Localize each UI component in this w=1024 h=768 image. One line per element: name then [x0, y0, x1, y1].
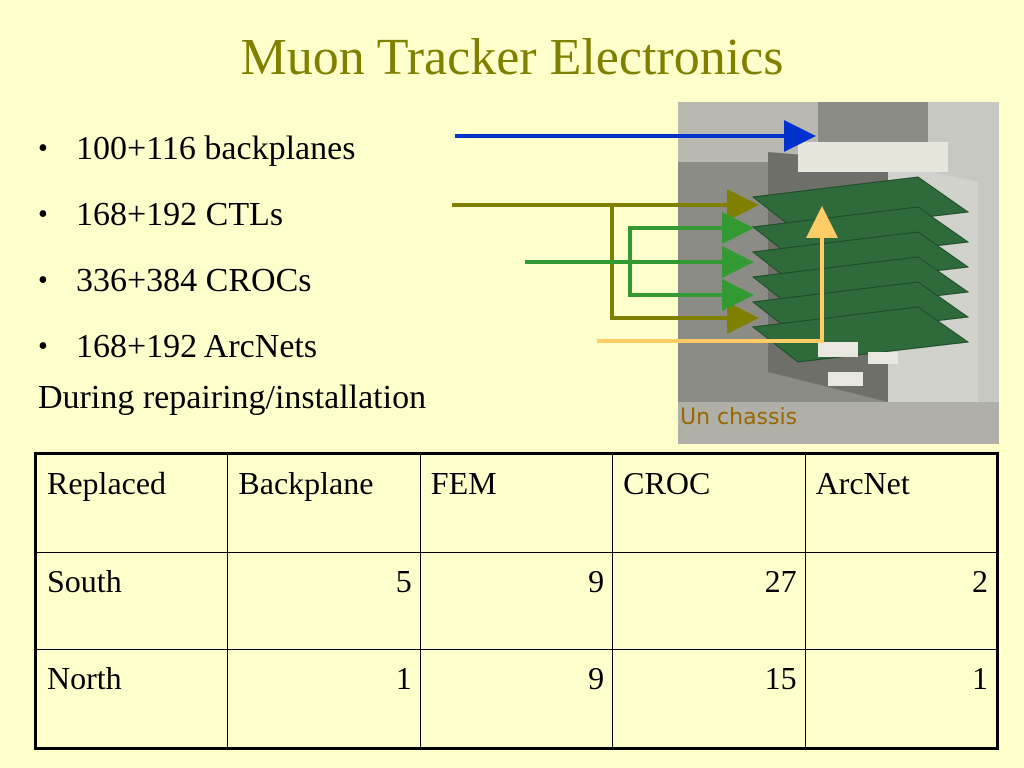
table-header-cell: Replaced — [34, 453, 229, 553]
arrow-arcnets — [597, 206, 838, 343]
bullet-item-backplanes: •100+116 backplanes — [38, 116, 355, 182]
repair-note: During repairing/installation — [38, 379, 427, 416]
table-cell: North — [34, 649, 229, 749]
table-row: South 5 9 27 2 — [34, 551, 999, 651]
table-cell: 1 — [804, 649, 999, 749]
photo-caption: Un chassis — [680, 405, 798, 430]
slide-title: Muon Tracker Electronics — [240, 29, 784, 86]
bullet-item-crocs: •336+384 CROCs — [38, 248, 355, 314]
table-row: North 1 9 15 1 — [34, 649, 999, 749]
table-cell: 9 — [419, 649, 614, 749]
bullet-item-ctls: •168+192 CTLs — [38, 182, 355, 248]
table-cell: 1 — [227, 649, 421, 749]
table-cell: South — [34, 551, 229, 651]
table-header-cell: ArcNet — [804, 453, 999, 553]
bullet-dot-icon: • — [38, 265, 48, 296]
arrow-crocs — [525, 212, 754, 311]
bullet-dot-icon: • — [38, 199, 48, 230]
bullet-list: •100+116 backplanes •168+192 CTLs •336+3… — [38, 116, 355, 380]
table-header-cell: FEM — [419, 453, 614, 553]
arrow-ctls — [452, 189, 759, 334]
bullet-dot-icon: • — [38, 133, 48, 164]
table-header-cell: Backplane — [227, 453, 421, 553]
bullet-dot-icon: • — [38, 331, 48, 362]
table-cell: 5 — [227, 551, 421, 651]
bullet-item-arcnets: •168+192 ArcNets — [38, 314, 355, 380]
table-header-row: Replaced Backplane FEM CROC ArcNet — [34, 453, 999, 553]
table-cell: 2 — [804, 551, 999, 651]
table-cell: 9 — [419, 551, 614, 651]
table-cell: 27 — [612, 551, 806, 651]
table-cell: 15 — [612, 649, 806, 749]
replacement-table: Replaced Backplane FEM CROC ArcNet South… — [34, 452, 999, 750]
table-header-cell: CROC — [612, 453, 806, 553]
